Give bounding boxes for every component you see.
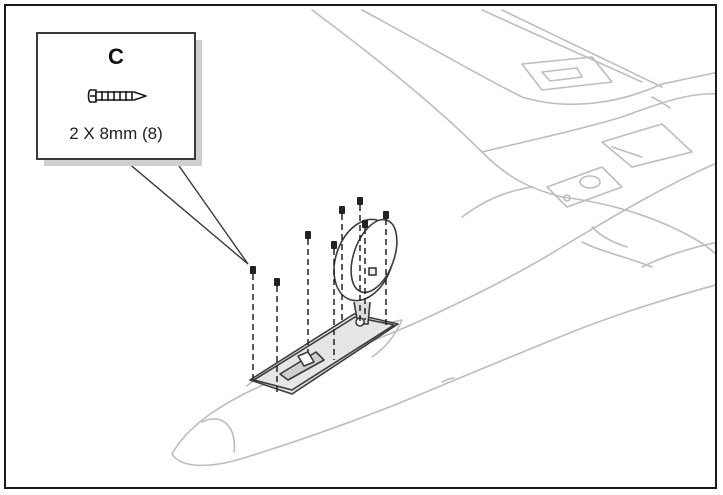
control-horn — [601, 123, 693, 168]
hatch-knob — [333, 218, 398, 327]
wing-outline — [361, 9, 715, 106]
screw-guides — [252, 205, 387, 394]
fuselage-outline — [171, 284, 715, 467]
aircraft-illustration — [119, 9, 715, 467]
control-horn — [611, 146, 643, 158]
mount-hole — [579, 175, 601, 189]
callout-leader — [119, 155, 249, 265]
aileron-line — [481, 9, 643, 83]
wing-outline — [481, 92, 715, 153]
wing-outline — [561, 196, 715, 255]
panel-line — [651, 96, 671, 109]
screw-markers — [250, 197, 389, 286]
mount-hole — [563, 194, 571, 202]
wing-outline — [581, 241, 653, 268]
callout-quantity: 2 X 8mm (8) — [69, 124, 163, 143]
wing-servo-hatch — [541, 67, 583, 82]
wing-outline — [311, 9, 563, 198]
diagram-frame: C 2 X 8mm (8) — [4, 4, 717, 489]
fuselage-outline — [171, 162, 715, 455]
wing-outline — [641, 241, 715, 268]
wing-outline — [591, 226, 628, 248]
aileron-line — [501, 9, 663, 88]
panel-line — [441, 377, 455, 383]
screw-icon — [87, 89, 147, 103]
nose-cone — [201, 418, 236, 453]
wing-servo-hatch — [521, 56, 613, 91]
wing-outline — [461, 186, 533, 218]
callout-letter: C — [108, 44, 124, 69]
mount-plate — [546, 166, 623, 208]
battery-hatch — [249, 313, 399, 395]
parts-callout: C 2 X 8mm (8) — [36, 32, 196, 160]
